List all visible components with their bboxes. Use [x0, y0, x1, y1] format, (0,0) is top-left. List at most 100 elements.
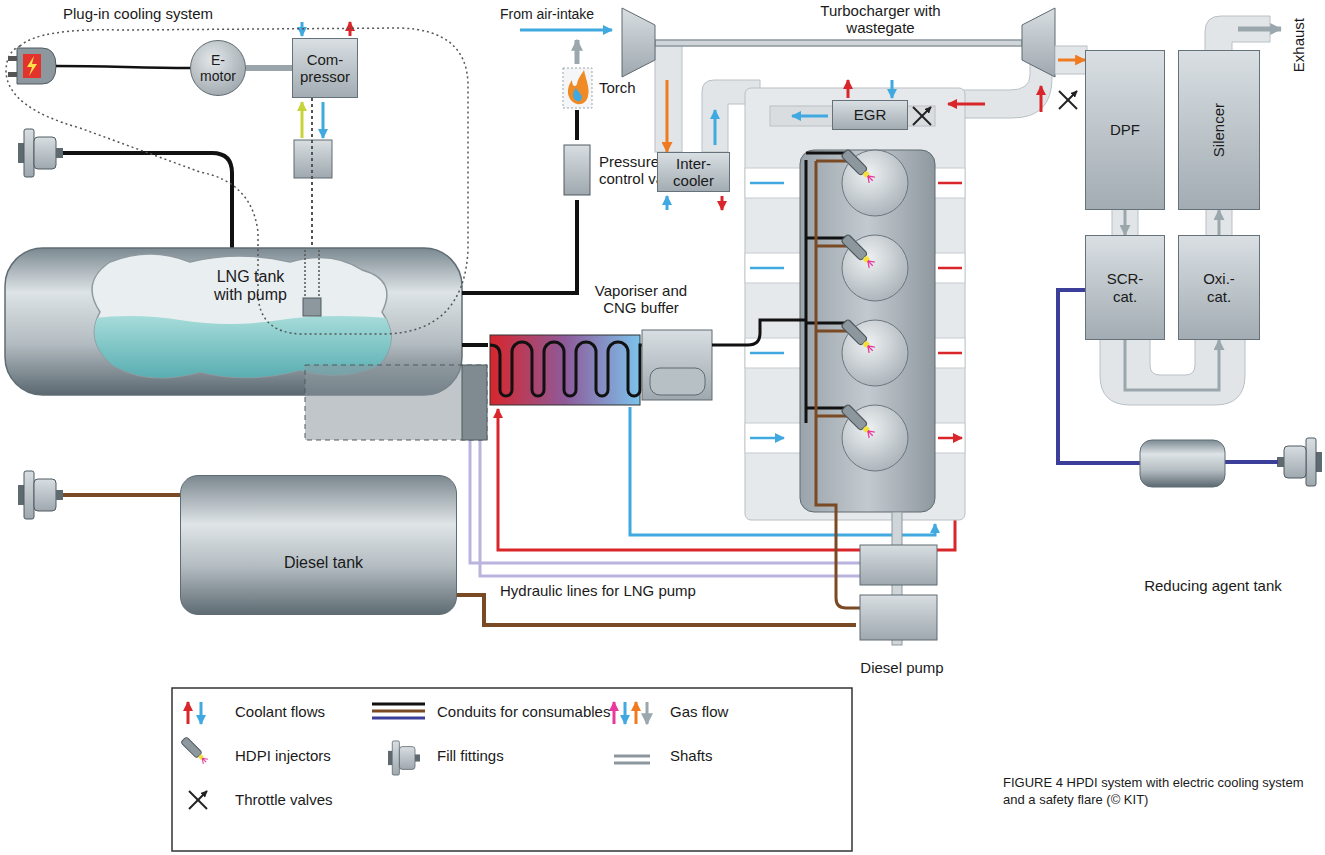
cooling-unit	[301, 102, 304, 138]
vaporiser-buffer: Vaporiser and CNG buffer	[488, 280, 714, 407]
node-label: Silencer	[1210, 103, 1227, 157]
lng-tank-body	[305, 365, 487, 440]
engine-shaft	[860, 512, 937, 645]
charge-air-flow	[666, 80, 669, 152]
engine-shaft	[860, 595, 937, 640]
gas-line	[575, 110, 579, 140]
exhaust-pipes	[1112, 208, 1138, 237]
intake-path	[714, 110, 717, 145]
figure-caption: FIGURE 4 HPDI system with electric cooli…	[1003, 775, 1321, 809]
reducing-agent-tank-body	[1140, 440, 1225, 487]
engine-block	[792, 115, 828, 118]
lng-tank-body	[5, 248, 487, 440]
node-label: LNG tank with pump	[201, 268, 301, 305]
compressor-box: Com- pressor	[292, 38, 358, 98]
legend-icons	[200, 702, 203, 724]
fuel-rails	[841, 319, 876, 354]
legend-label: Fill fittings	[437, 747, 504, 764]
cooling-unit	[322, 102, 325, 138]
legend-label: Throttle valves	[235, 791, 333, 808]
electric-motor: E- motor	[190, 40, 246, 96]
fill-lines	[63, 153, 232, 250]
node-label: SCR- cat.	[1103, 270, 1148, 305]
plug-symbol	[8, 72, 17, 77]
node-label: Reducing agent tank	[1144, 577, 1282, 594]
engine-block	[745, 88, 965, 520]
turbocharger-parts	[622, 8, 655, 77]
torch-flare	[568, 70, 589, 104]
fuel-rails	[841, 404, 876, 439]
lng-tank-body	[303, 298, 321, 316]
node-label: E- motor	[196, 52, 240, 84]
node-label: Torch	[599, 79, 636, 96]
pressure-valve	[564, 145, 590, 195]
engine-block	[938, 183, 962, 438]
legend-icons	[613, 702, 616, 724]
intake-path	[667, 194, 668, 210]
fuel-rails	[806, 153, 846, 423]
region-outline	[6, 28, 468, 334]
plug-symbol	[8, 48, 56, 84]
vaporiser	[490, 330, 712, 405]
oxidation-catalyst: Oxi.- cat.	[1178, 235, 1260, 340]
node-label: DPF	[1110, 121, 1140, 138]
gas-line	[462, 343, 488, 347]
annotation-label: Exhaust	[1290, 18, 1307, 72]
exhaust-flow	[1124, 210, 1127, 235]
torch-flare	[573, 88, 582, 101]
annotation-label: Hydraulic lines for LNG pump	[500, 582, 696, 599]
plug-symbol	[8, 48, 56, 84]
legend-label: Conduits for consumables	[437, 703, 610, 720]
diesel-pump: Diesel pump	[856, 593, 948, 680]
exhaust-pipes	[1100, 338, 1245, 405]
fill-fitting	[1277, 438, 1322, 486]
exhaust-flow	[1058, 59, 1085, 62]
fuel-rails	[712, 149, 876, 608]
legend-icons	[614, 756, 650, 763]
vaporiser	[642, 330, 712, 400]
legend-icons	[372, 710, 425, 713]
exhaust-pipes	[1205, 16, 1270, 52]
legend-icons	[181, 702, 650, 809]
exhaust-flow	[1218, 210, 1221, 235]
gas-line	[462, 200, 577, 293]
annotation-label: From air-intake	[500, 6, 594, 22]
reducing-agent-tank: Reducing agent tank	[1138, 436, 1288, 600]
intake-path	[520, 29, 612, 32]
exhaust-flow	[1125, 340, 1219, 390]
engine-block	[913, 107, 931, 125]
diesel-line	[457, 595, 856, 625]
intake-path	[721, 196, 724, 210]
vaporiser	[490, 342, 642, 396]
legend-icons	[635, 702, 638, 724]
turbocharger-parts	[1055, 46, 1087, 74]
fuel-rails	[712, 320, 806, 345]
turbocharger: Turbocharger with wastegate	[615, 0, 1058, 80]
plug-symbol	[23, 54, 41, 78]
lng-tank-body	[462, 365, 487, 440]
engine-shaft	[860, 545, 937, 585]
plug-symbol	[27, 56, 37, 76]
exhaust-pipes	[1238, 27, 1281, 32]
intake-path	[655, 45, 682, 152]
cooling-line	[311, 98, 313, 248]
torch-flare	[563, 40, 592, 108]
legend-frame	[172, 688, 852, 851]
legend-icons	[624, 702, 627, 724]
node-label: Diesel pump	[860, 659, 943, 676]
node-label: Oxi.- cat.	[1198, 270, 1240, 305]
fill-fitting	[18, 129, 63, 177]
reducing-agent-tank-body	[1140, 440, 1225, 487]
intake-path	[666, 196, 669, 210]
power-cable	[56, 66, 190, 68]
lng-tank: LNG tank with pump	[5, 248, 462, 395]
silencer-box: Silencer	[1178, 50, 1260, 210]
egr-cooler: EGR	[832, 100, 908, 130]
fill-fitting	[18, 471, 63, 519]
engine-block	[948, 103, 985, 106]
legend-icons	[388, 741, 420, 775]
torch-flare	[563, 68, 592, 108]
